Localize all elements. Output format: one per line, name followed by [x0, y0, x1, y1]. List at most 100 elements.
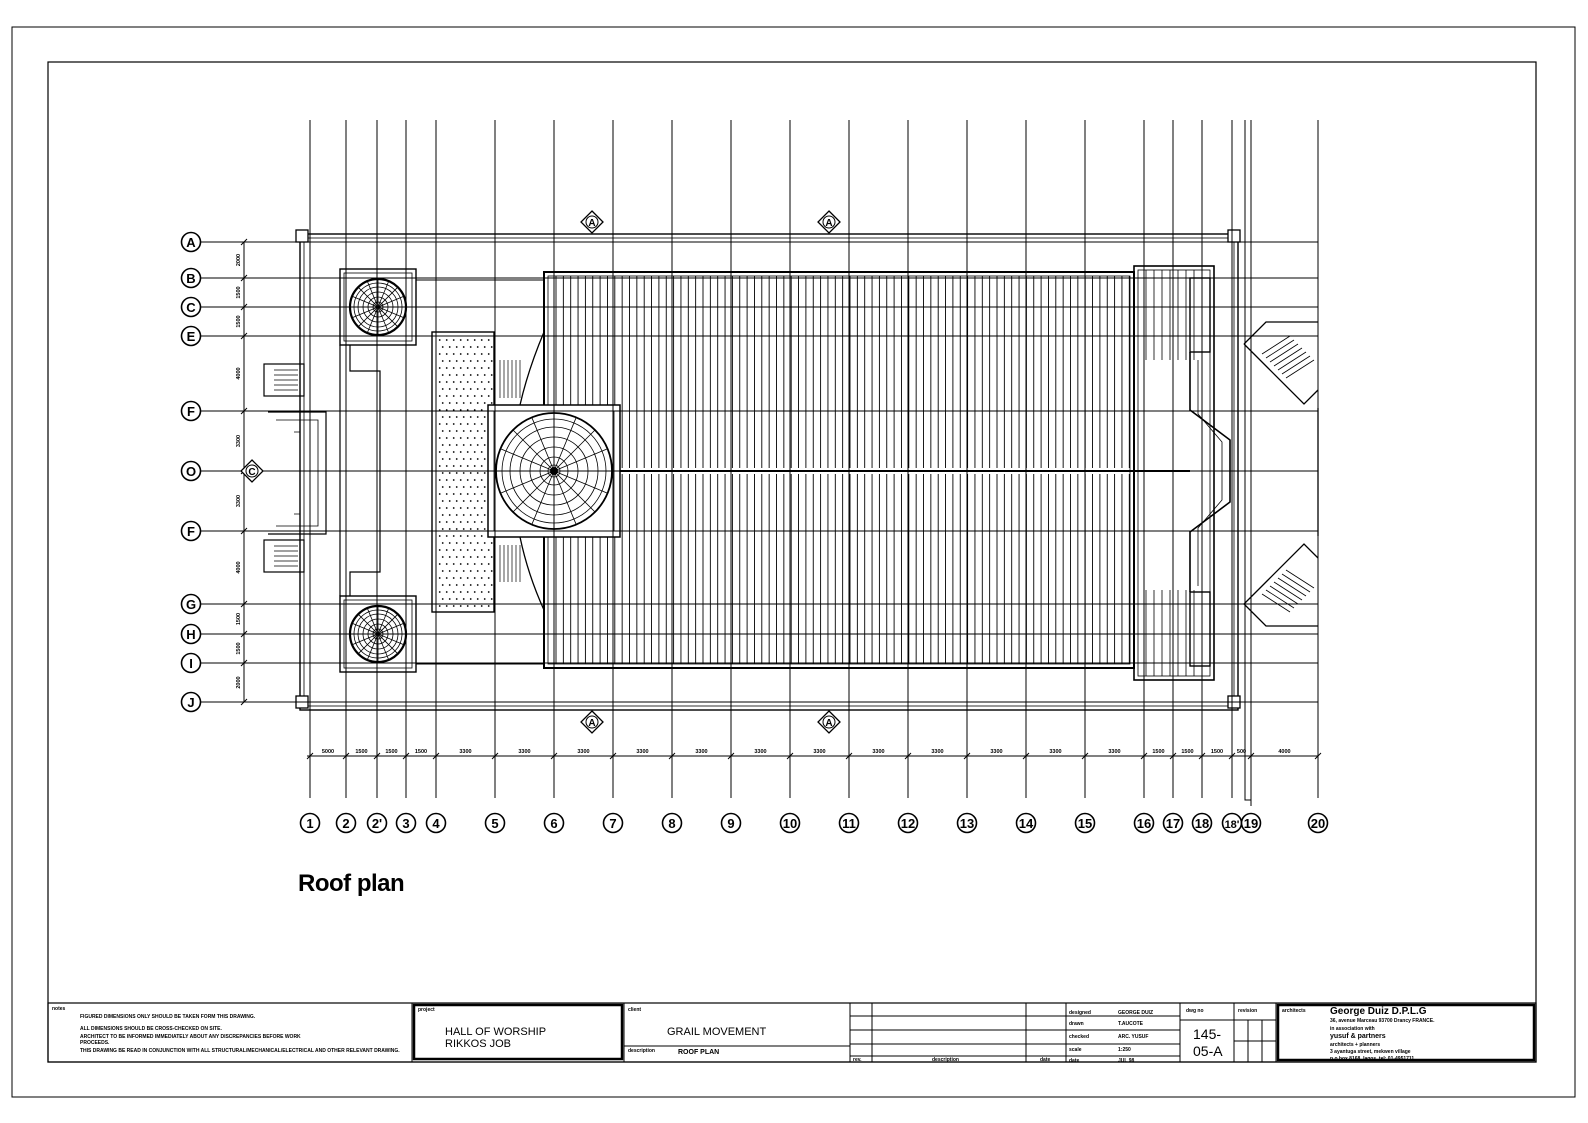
- paving-dot: [445, 577, 448, 579]
- dim-label-v: 1500: [236, 642, 242, 654]
- paving-dot: [441, 416, 444, 418]
- paving-dot: [452, 409, 455, 411]
- paving-dot: [462, 346, 465, 348]
- paving-dot: [441, 388, 444, 390]
- paving-dot: [445, 493, 448, 495]
- dome-rib: [377, 633, 399, 655]
- paving-dot: [452, 563, 455, 565]
- roof-plan: [263, 229, 1319, 711]
- paving-dot: [455, 374, 458, 376]
- corner-column: [1227, 229, 1241, 243]
- note-1: FIGURED DIMENSIONS ONLY SHOULD BE TAKEN …: [80, 1014, 256, 1020]
- grid-bubble-v: [484, 812, 506, 834]
- main-dome-rib: [531, 470, 555, 525]
- paving-dot: [445, 395, 448, 397]
- porch-outline: [1243, 343, 1319, 405]
- paving-dot: [480, 339, 483, 341]
- paving-dot: [466, 521, 469, 523]
- paving-dot: [473, 479, 476, 481]
- paving-dot: [459, 437, 462, 439]
- paving-dot: [473, 591, 476, 593]
- paving-dot: [462, 458, 465, 460]
- west-porch-inner: [276, 419, 319, 527]
- association-label: in association with: [1330, 1026, 1375, 1032]
- grid-bubble-h: [180, 593, 202, 615]
- grid-label-v: 8: [668, 816, 675, 831]
- paving-dot: [466, 577, 469, 579]
- paving-dot: [476, 500, 479, 502]
- dim-label-h: 3300: [695, 749, 707, 755]
- paving-dot: [483, 528, 486, 530]
- dim-label-h: 3300: [813, 749, 825, 755]
- paving-dot: [469, 402, 472, 404]
- paving-dot: [469, 556, 472, 558]
- paving-dot: [466, 451, 469, 453]
- dome-connector: [519, 536, 545, 611]
- drawing-frame: [47, 61, 1537, 1063]
- dim-tick: [1081, 752, 1089, 760]
- grid-label-v: 7: [609, 816, 616, 831]
- dome-rib: [366, 607, 379, 635]
- paving-dot: [473, 605, 476, 607]
- dim-tick: [963, 752, 971, 760]
- dim-label-v: 2000: [236, 254, 242, 266]
- porch-step: [1285, 569, 1315, 589]
- paving-dot: [459, 423, 462, 425]
- paving-dot: [455, 346, 458, 348]
- date-value: JUL 98: [1118, 1058, 1135, 1064]
- grid-label-h: O: [186, 464, 196, 479]
- main-dome-rib: [531, 417, 555, 472]
- paving-dot: [455, 514, 458, 516]
- paving-dot: [476, 570, 479, 572]
- paving-dot: [452, 549, 455, 551]
- paving-dot: [441, 598, 444, 600]
- note-2: ALL DIMENSIONS SHOULD BE CROSS-CHECKED O…: [80, 1026, 222, 1032]
- grid-label-v: 2: [342, 816, 349, 831]
- grid-bubble-h: [180, 460, 202, 482]
- dome-rib: [357, 613, 379, 635]
- west-stair: [263, 539, 305, 573]
- grid-bubble-v: [1133, 812, 1155, 834]
- grid-bubble-h: [180, 400, 202, 422]
- paving-dot: [473, 521, 476, 523]
- grid-bubble-h: [180, 267, 202, 289]
- paving-dot: [480, 465, 483, 467]
- paving-dot: [441, 500, 444, 502]
- paving-dot: [466, 493, 469, 495]
- dome-rib: [377, 622, 405, 635]
- paving-dot: [487, 353, 490, 355]
- grid-bubble-h: [180, 691, 202, 713]
- paving-dot: [473, 409, 476, 411]
- dim-label-h: 1500: [1181, 749, 1193, 755]
- paving-dot: [459, 507, 462, 509]
- dim-tick-v: [240, 527, 248, 535]
- paving-dot: [469, 500, 472, 502]
- paving-dot: [476, 528, 479, 530]
- paving-dot: [469, 584, 472, 586]
- paving-dot: [441, 458, 444, 460]
- dim-label-h: 3300: [872, 749, 884, 755]
- paving-dot: [445, 563, 448, 565]
- paving-dot: [469, 486, 472, 488]
- paving-dot: [448, 556, 451, 558]
- paving-dot: [441, 486, 444, 488]
- paving-dot: [483, 360, 486, 362]
- paving-dot: [473, 493, 476, 495]
- paving-dot: [438, 507, 441, 509]
- dome-rib: [377, 280, 390, 308]
- dim-tick-v: [240, 698, 248, 706]
- paving-dot: [448, 584, 451, 586]
- paving-dot: [466, 549, 469, 551]
- main-dome-rib: [512, 470, 555, 513]
- paving-dot: [438, 493, 441, 495]
- grid-label-h: G: [186, 597, 196, 612]
- paving-dot: [459, 381, 462, 383]
- porch-step: [1277, 351, 1307, 371]
- paving-dot: [473, 549, 476, 551]
- grid-label-v: 19: [1244, 816, 1258, 831]
- paving-dot: [445, 423, 448, 425]
- dim-label-h: 500: [1237, 749, 1246, 755]
- grid-bubble-h: [180, 623, 202, 645]
- designed-value: GEORGE DUIZ: [1118, 1010, 1154, 1016]
